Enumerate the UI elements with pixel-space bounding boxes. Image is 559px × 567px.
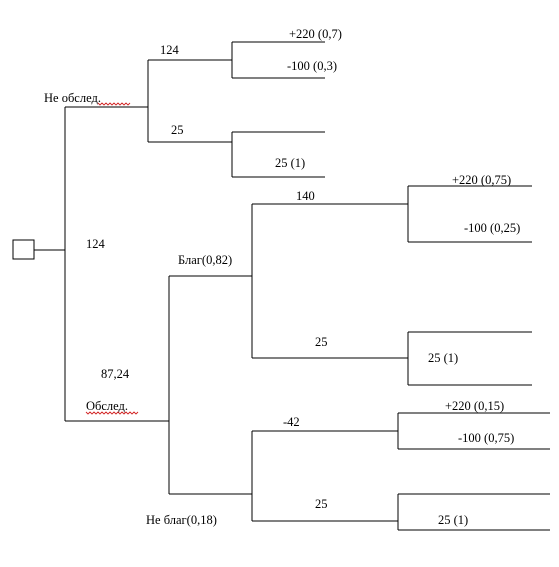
- root-decision-node: [12, 239, 35, 260]
- n1-outcome-high-label: +220 (0,7): [289, 27, 342, 41]
- n6-outcome-label: 25 (1): [438, 513, 468, 527]
- n3-outcome-high-label: +220 (0,75): [452, 173, 511, 187]
- n5-value-label: -42: [283, 415, 300, 429]
- n4-value-label: 25: [315, 335, 328, 349]
- n3-outcome-low-label: -100 (0,25): [464, 221, 520, 235]
- branch-not-surveyed-label: Не обслед.: [44, 91, 101, 105]
- surveyed-value-label: 87,24: [101, 367, 130, 381]
- n2-value-label: 25: [171, 123, 184, 137]
- n3-value-label: 140: [296, 189, 315, 203]
- branch-surveyed-label: Обслед.: [86, 399, 128, 413]
- n6-value-label: 25: [315, 497, 328, 511]
- spellcheck-underline: [85, 411, 139, 415]
- n1-outcome-low-label: -100 (0,3): [287, 59, 337, 73]
- n4-outcome-label: 25 (1): [428, 351, 458, 365]
- unfavorable-label: Не благ(0,18): [146, 513, 217, 527]
- spellcheck-underline: [97, 102, 131, 106]
- n5-outcome-low-label: -100 (0,75): [458, 431, 514, 445]
- favorable-label: Благ(0,82): [178, 253, 232, 267]
- n2-outcome-label: 25 (1): [275, 156, 305, 170]
- n5-outcome-high-label: +220 (0,15): [445, 399, 504, 413]
- n1-value-label: 124: [160, 43, 180, 57]
- root-value-label: 124: [86, 237, 106, 251]
